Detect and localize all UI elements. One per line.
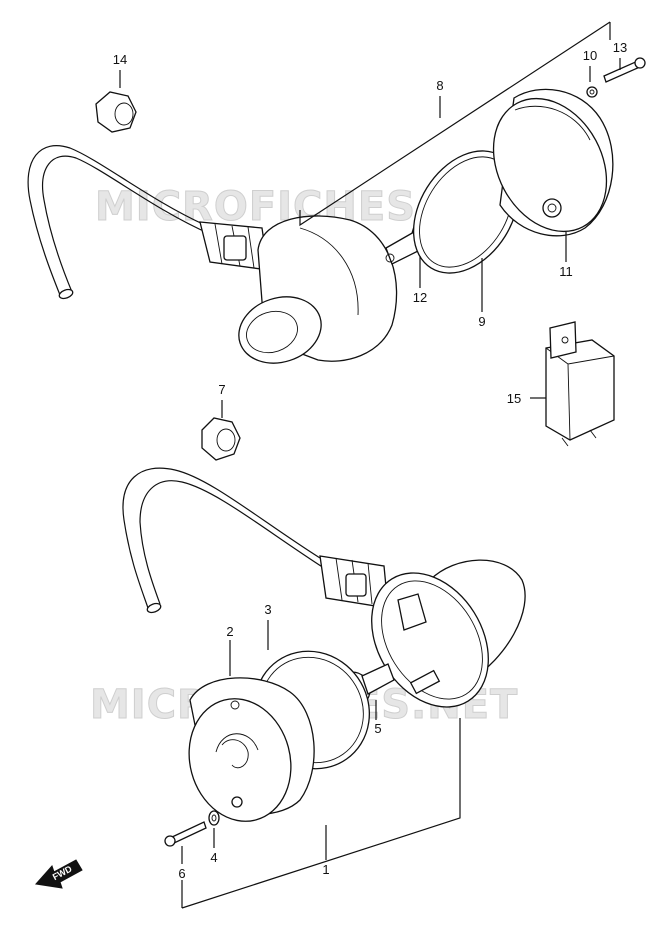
callout-1: 1 xyxy=(322,862,329,877)
fwd-arrow-icon: FWD xyxy=(35,859,83,889)
callout-7: 7 xyxy=(218,382,225,397)
lower-nut xyxy=(201,417,241,461)
upper-wire xyxy=(27,145,211,300)
callout-11: 11 xyxy=(559,264,573,279)
lower-lens xyxy=(188,677,315,822)
upper-housing xyxy=(238,215,398,364)
lower-housing xyxy=(371,559,526,708)
lower-screw xyxy=(164,821,207,847)
upper-lens xyxy=(492,88,614,237)
lower-wire xyxy=(122,467,325,614)
callout-13: 13 xyxy=(613,40,627,55)
callout-9: 9 xyxy=(478,314,485,329)
upper-socket xyxy=(199,221,269,271)
callout-2: 2 xyxy=(226,624,233,639)
upper-washer xyxy=(586,86,598,98)
callout-8: 8 xyxy=(436,78,443,93)
relay-unit xyxy=(545,321,615,447)
upper-nut xyxy=(95,91,137,133)
callout-10: 10 xyxy=(583,48,597,63)
lower-washer xyxy=(208,810,220,826)
callout-12: 12 xyxy=(413,290,427,305)
callout-14: 14 xyxy=(113,52,127,67)
upper-screw xyxy=(603,57,646,83)
callout-3: 3 xyxy=(264,602,271,617)
callout-5: 5 xyxy=(374,721,381,736)
callout-15: 15 xyxy=(507,391,521,406)
lower-socket xyxy=(319,555,389,609)
callout-4: 4 xyxy=(210,850,217,865)
leader-lines xyxy=(119,21,621,909)
callout-6: 6 xyxy=(178,866,185,881)
